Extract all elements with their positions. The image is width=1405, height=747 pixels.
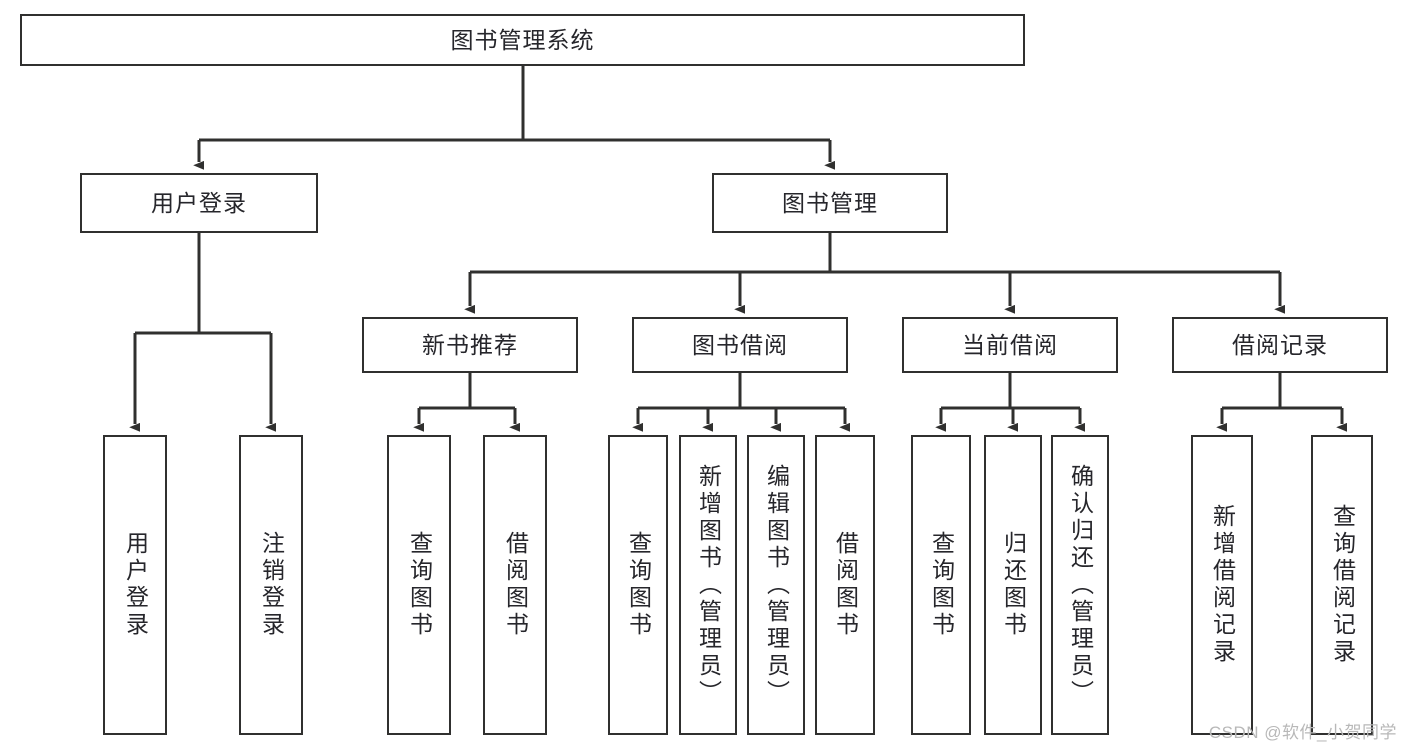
leaf-add-book-admin[interactable]: 新增图书（管理员） xyxy=(679,435,737,735)
leaf-logout[interactable]: 注销登录 xyxy=(239,435,303,735)
leaf-query-book-current[interactable]: 查询图书 xyxy=(911,435,971,735)
node-book-borrow[interactable]: 图书借阅 xyxy=(632,317,848,373)
leaf-edit-book-admin[interactable]: 编辑图书（管理员） xyxy=(747,435,805,735)
node-borrow-record[interactable]: 借阅记录 xyxy=(1172,317,1388,373)
leaf-confirm-return-admin[interactable]: 确认归还（管理员） xyxy=(1051,435,1109,735)
leaf-borrow-book-recommend[interactable]: 借阅图书 xyxy=(483,435,547,735)
leaf-borrow-book[interactable]: 借阅图书 xyxy=(815,435,875,735)
node-book-manage[interactable]: 图书管理 xyxy=(712,173,948,233)
node-root-system[interactable]: 图书管理系统 xyxy=(20,14,1025,66)
leaf-add-borrow-record[interactable]: 新增借阅记录 xyxy=(1191,435,1253,735)
watermark-text: CSDN @软件_小贺同学 xyxy=(1208,723,1397,742)
leaf-query-book-borrow[interactable]: 查询图书 xyxy=(608,435,668,735)
leaf-return-book[interactable]: 归还图书 xyxy=(984,435,1042,735)
node-user-login[interactable]: 用户登录 xyxy=(80,173,318,233)
node-current-borrow[interactable]: 当前借阅 xyxy=(902,317,1118,373)
leaf-user-login[interactable]: 用户登录 xyxy=(103,435,167,735)
node-new-book-recommend[interactable]: 新书推荐 xyxy=(362,317,578,373)
leaf-query-borrow-record[interactable]: 查询借阅记录 xyxy=(1311,435,1373,735)
leaf-query-book-recommend[interactable]: 查询图书 xyxy=(387,435,451,735)
